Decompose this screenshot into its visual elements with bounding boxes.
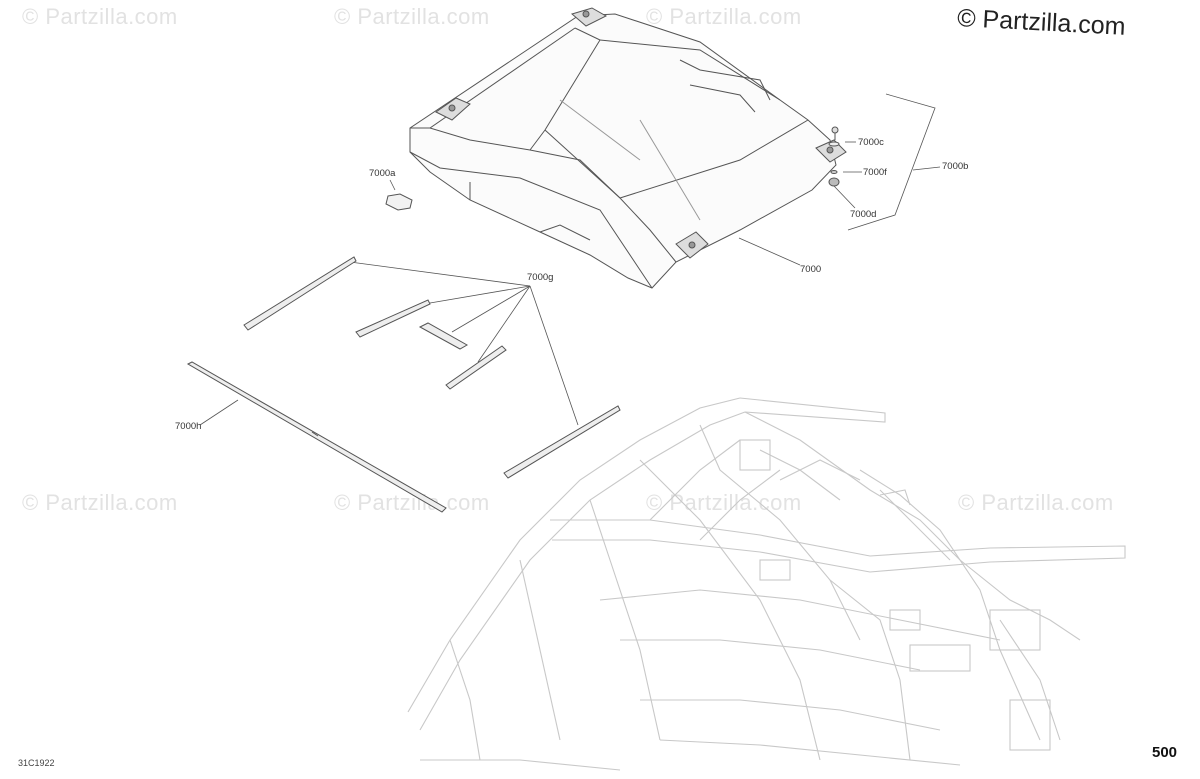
- watermark: © Partzilla.com: [334, 4, 490, 29]
- callout-7000: 7000: [800, 264, 822, 275]
- callout-7000d: 7000d: [850, 209, 877, 220]
- fastener-nut: [828, 177, 840, 187]
- leader-lines: [199, 93, 941, 426]
- callout-7000b: 7000b: [942, 161, 969, 172]
- fastener-washer: [828, 141, 840, 147]
- watermark: © Partzilla.com: [22, 490, 178, 515]
- callout-7000a: 7000a: [369, 168, 396, 179]
- roof-plug: [385, 193, 413, 211]
- callout-7000g: 7000g: [527, 272, 554, 283]
- page-number: 500: [1152, 744, 1178, 761]
- watermark: © Partzilla.com: [22, 4, 178, 29]
- fastener-screw: [831, 126, 839, 140]
- watermark: © Partzilla.com: [958, 490, 1114, 515]
- callout-7000c: 7000c: [858, 137, 884, 148]
- fastener-spacer: [830, 170, 838, 174]
- watermark: © Partzilla.com: [646, 4, 802, 29]
- seal-strips: [186, 256, 621, 513]
- reference-code: 31C1922: [18, 758, 55, 768]
- watermark: © Partzilla.com: [646, 490, 802, 515]
- callout-7000f: 7000f: [863, 167, 887, 178]
- roof-panel: [409, 7, 847, 289]
- roll-cage-frame: [407, 397, 1126, 771]
- callout-7000h: 7000h: [175, 421, 202, 432]
